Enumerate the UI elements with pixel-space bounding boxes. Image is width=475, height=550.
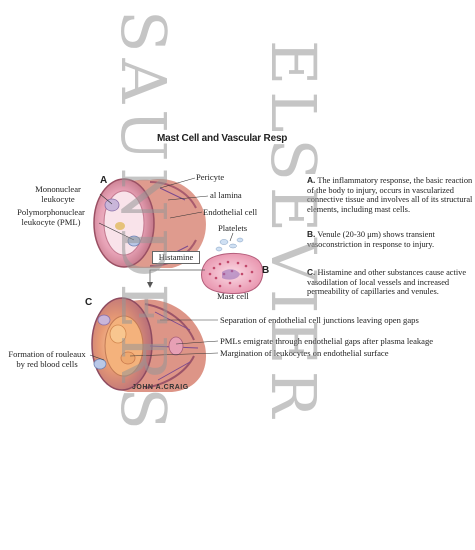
watermark-saunders: SAUNDERS [107,10,180,436]
histamine-box: Histamine [152,251,200,264]
description-c-text: Histamine and other substances cause act… [307,268,467,297]
description-a: A. The inflammatory response, the basic … [307,175,473,214]
artist-signature: JOHN A.CRAIG [132,384,189,391]
description-c: C. Histamine and other substances cause … [307,267,473,297]
platelets [215,237,244,252]
mast-cell [201,253,264,294]
label-pmls-emigrate: PMLs emigrate through endothelial gaps a… [220,336,434,346]
label-rouleaux-line2: by red blood cells [16,359,78,369]
panel-label-b: B [262,265,270,276]
description-a-text: The inflammatory response, the basic rea… [307,176,473,214]
label-pml-line2: leukocyte (PML) [21,217,81,227]
label-mononuclear-leukocyte: Mononuclear leukocyte [18,184,98,204]
description-b: B. Venule (20-30 μm) shows transient vas… [307,229,473,249]
diagram-title: Mast Cell and Vascular Resp [157,133,288,144]
description-b-text: Venule (20-30 μm) shows transient vasoco… [307,230,435,249]
label-rouleaux-line1: Formation of rouleaux [8,349,86,359]
leader-lines [89,177,234,361]
label-pml-line1: Polymorphonuclear [17,207,85,217]
description-b-letter: B. [307,229,316,239]
description-a-letter: A. [307,175,316,185]
label-mononuclear-line1: Mononuclear [35,184,81,194]
watermark-elsevier: ELSEVIER [257,40,330,424]
description-c-letter: C. [307,267,316,277]
label-pml: Polymorphonuclear leukocyte (PML) [2,207,100,227]
panel-label-c: C [85,297,93,308]
label-mononuclear-line2: leukocyte [41,194,75,204]
panel-label-a: A [100,175,108,186]
label-margination: Margination of leukocytes on endothelial… [220,348,389,358]
label-pericyte: Pericyte [196,172,225,182]
label-separation: Separation of endothelial cell junctions… [220,315,419,325]
vessel-c [91,297,207,392]
histamine-arrow [149,269,205,284]
label-mast-cell: Mast cell [217,291,249,301]
label-rouleaux: Formation of rouleaux by red blood cells [2,349,92,369]
label-basal-lamina: al lamina [210,190,242,200]
label-platelets: Platelets [218,223,248,233]
label-endothelial-cell: Endothelial cell [203,207,258,217]
